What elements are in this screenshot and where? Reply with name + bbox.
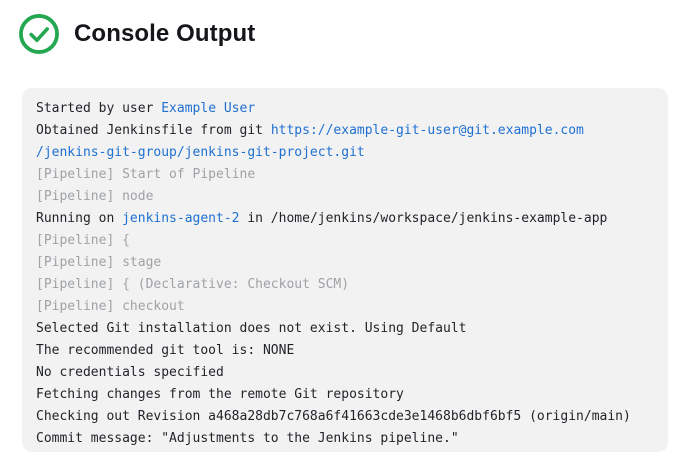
console-text: [Pipeline] { bbox=[36, 233, 130, 248]
console-text: [Pipeline] node bbox=[36, 189, 154, 204]
console-line: [Pipeline] stage bbox=[36, 252, 654, 274]
console-text: Fetching changes from the remote Git rep… bbox=[36, 387, 404, 402]
console-text: [Pipeline] stage bbox=[36, 255, 162, 270]
console-link[interactable]: Example User bbox=[161, 101, 256, 116]
console-line: Running on jenkins-agent-2 in /home/jenk… bbox=[36, 208, 654, 230]
console-line: [Pipeline] node bbox=[36, 186, 654, 208]
console-text: [Pipeline] checkout bbox=[36, 299, 185, 314]
console-link[interactable]: /jenkins-git-group/jenkins-git-project.g… bbox=[36, 145, 365, 160]
console-text: Running on bbox=[36, 211, 123, 226]
console-text: Selected Git installation does not exist… bbox=[36, 321, 467, 336]
console-line: Checking out Revision a468a28db7c768a6f4… bbox=[36, 406, 654, 428]
console-line: [Pipeline] checkout bbox=[36, 296, 654, 318]
console-line: No credentials specified bbox=[36, 362, 654, 384]
console-line: Selected Git installation does not exist… bbox=[36, 318, 654, 340]
console-text: Commit message: "Adjustments to the Jenk… bbox=[36, 431, 459, 446]
console-text: [Pipeline] Start of Pipeline bbox=[36, 167, 256, 182]
console-line: Started by user Example User bbox=[36, 98, 654, 120]
console-line: The recommended git tool is: NONE bbox=[36, 340, 654, 362]
console-text: in /home/jenkins/workspace/jenkins-examp… bbox=[239, 211, 608, 226]
console-link[interactable]: jenkins-agent-2 bbox=[122, 211, 240, 226]
console-text: Checking out Revision a468a28db7c768a6f4… bbox=[36, 409, 631, 424]
page-title: Console Output bbox=[74, 20, 256, 47]
console-line: Obtained Jenkinsfile from git https://ex… bbox=[36, 120, 654, 142]
console-text: No credentials specified bbox=[36, 365, 224, 380]
console-text: [Pipeline] { (Declarative: Checkout SCM) bbox=[36, 277, 350, 292]
console-text: Started by user bbox=[36, 101, 162, 116]
console-line: Commit message: "Adjustments to the Jenk… bbox=[36, 428, 654, 450]
page-header: Console Output bbox=[18, 13, 255, 55]
console-line: [Pipeline] { bbox=[36, 230, 654, 252]
console-line: [Pipeline] Start of Pipeline bbox=[36, 164, 654, 186]
success-check-icon bbox=[19, 14, 59, 54]
console-text: Obtained Jenkinsfile from git bbox=[36, 123, 271, 138]
console-line: Fetching changes from the remote Git rep… bbox=[36, 384, 654, 406]
console-line: [Pipeline] { (Declarative: Checkout SCM) bbox=[36, 274, 654, 296]
console-text: The recommended git tool is: NONE bbox=[36, 343, 295, 358]
console-line: /jenkins-git-group/jenkins-git-project.g… bbox=[36, 142, 654, 164]
console-link[interactable]: https://example-git-user@git.example.com bbox=[270, 123, 584, 138]
